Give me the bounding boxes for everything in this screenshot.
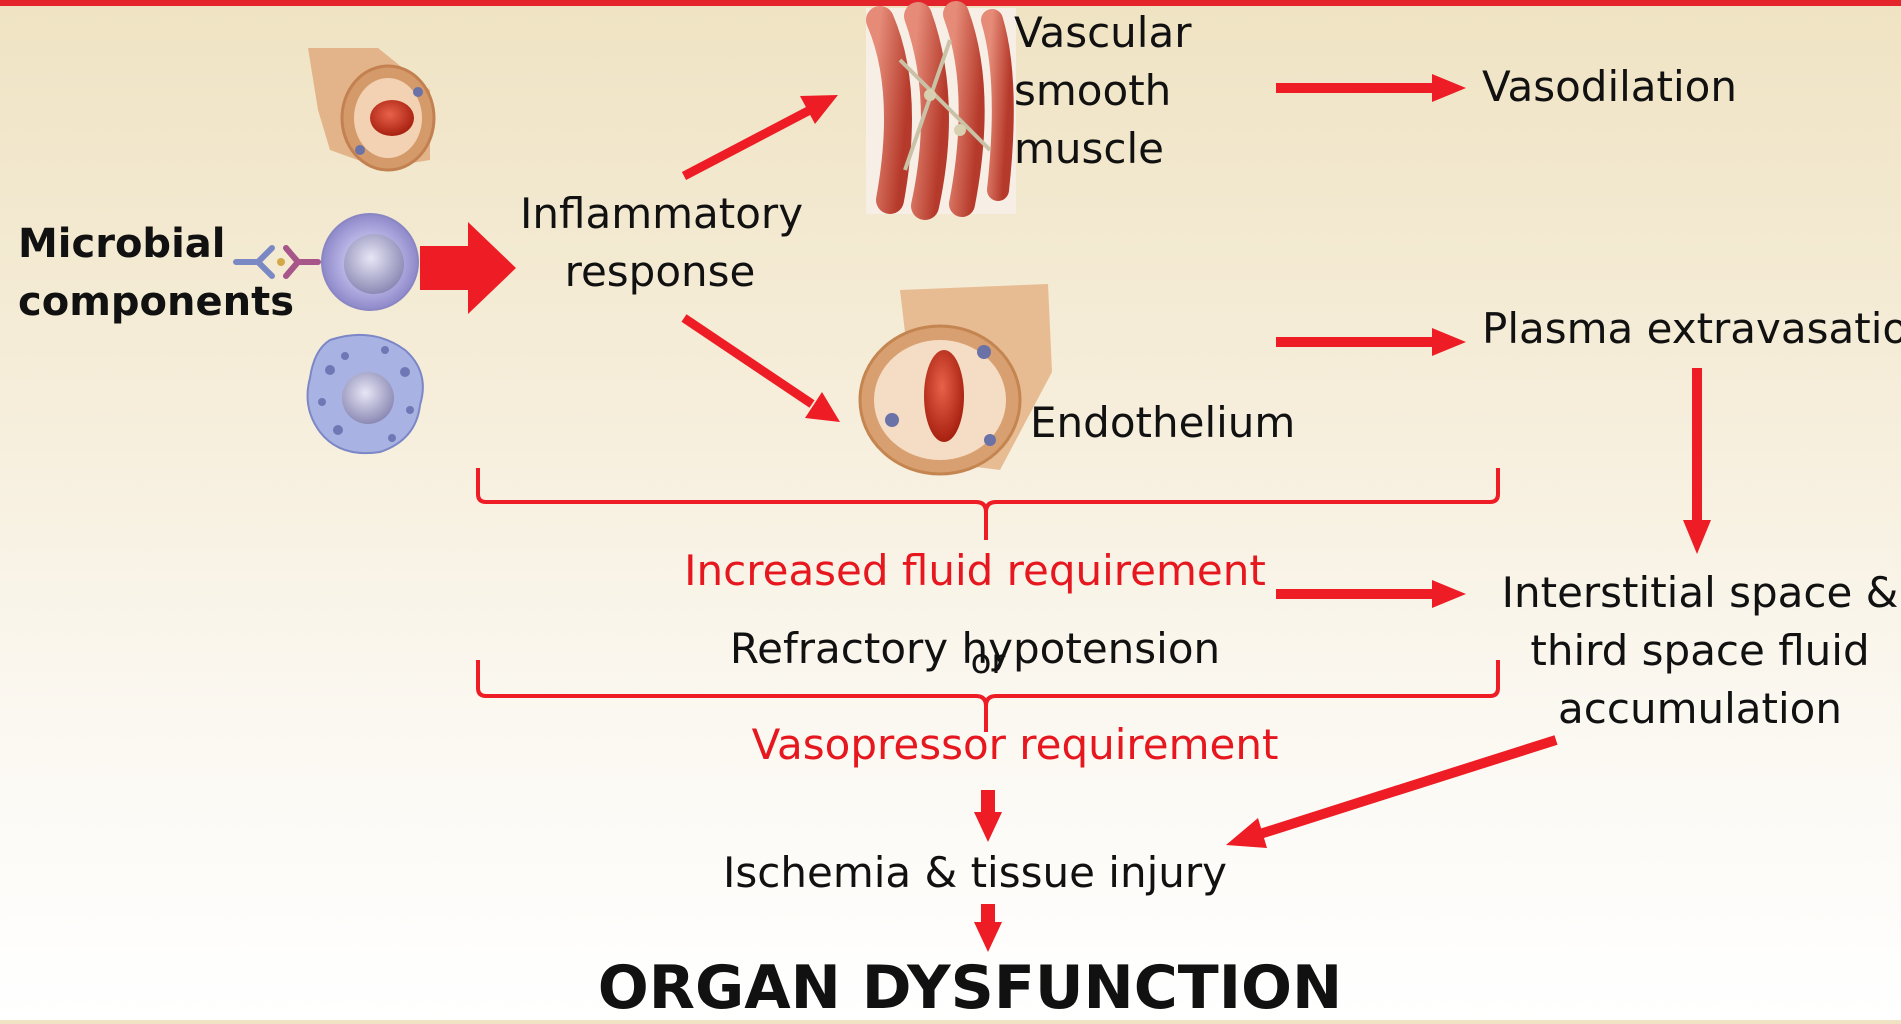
arrow-to-plasma-extravasation-icon — [1276, 328, 1466, 356]
granulocyte-icon — [308, 335, 423, 453]
arrow-down-ischemia-icon — [974, 790, 1002, 842]
increased-fluid-requirement-label: Increased fluid requirement — [650, 542, 1300, 600]
interstitial-line3: accumulation — [1480, 680, 1901, 738]
blood-vessel-icon — [308, 48, 434, 170]
organ-dysfunction-label: ORGAN DYSFUNCTION — [560, 952, 1380, 1024]
arrow-down-interstitial-icon — [1683, 368, 1711, 554]
inflammatory-line2: response — [520, 243, 800, 301]
inflammatory-line1: Inflammatory — [520, 185, 800, 243]
endothelium-vessel-icon — [860, 284, 1052, 474]
vasodilation-label: Vasodilation — [1482, 58, 1737, 116]
vascular-line3: muscle — [1014, 120, 1191, 178]
interstitial-line1: Interstitial space & — [1480, 564, 1901, 622]
vasopressor-requirement-label: Vasopressor requirement — [700, 716, 1330, 774]
arrow-to-endothelium-icon — [684, 318, 840, 422]
vascular-line1: Vascular — [1014, 4, 1191, 62]
big-arrow-icon — [420, 222, 516, 314]
arrow-to-vasodilation-icon — [1276, 74, 1466, 102]
endothelium-label: Endothelium — [1030, 394, 1295, 452]
microbial-line1: Microbial — [18, 215, 294, 273]
microbial-components-label: Microbial components — [18, 215, 294, 331]
leukocyte-icon — [322, 214, 418, 310]
plasma-extravasation-label: Plasma extravasation — [1482, 300, 1901, 358]
vascular-smooth-muscle-label: Vascular smooth muscle — [1014, 4, 1191, 178]
arrow-to-smooth-muscle-icon — [684, 95, 838, 176]
arrow-to-interstitial-icon — [1276, 580, 1466, 608]
ischemia-tissue-injury-label: Ischemia & tissue injury — [700, 844, 1250, 902]
smooth-muscle-icon — [866, 8, 1016, 214]
microbial-line2: components — [18, 273, 294, 331]
vascular-line2: smooth — [1014, 62, 1191, 120]
arrow-down-organ-icon — [974, 904, 1002, 952]
brace-upper-icon — [478, 468, 1498, 540]
interstitial-space-label: Interstitial space & third space fluid a… — [1480, 564, 1901, 738]
interstitial-line2: third space fluid — [1480, 622, 1901, 680]
inflammatory-response-label: Inflammatory response — [520, 185, 800, 301]
or-label: or — [960, 642, 1016, 682]
